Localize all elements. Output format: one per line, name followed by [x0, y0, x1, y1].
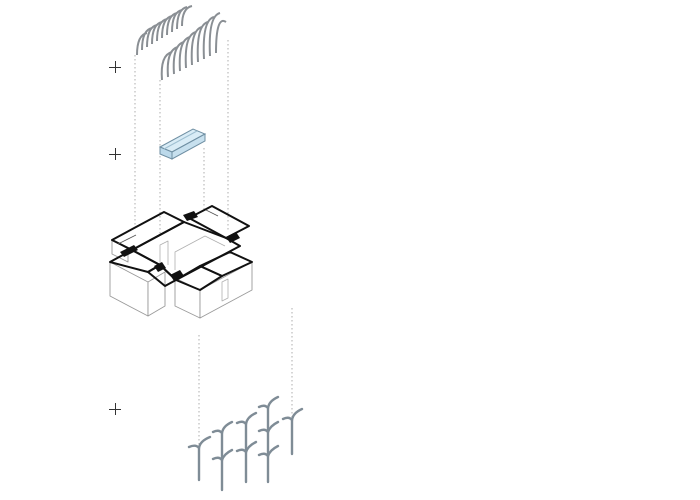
- column-trees: [187, 395, 304, 492]
- alignment-guides: [134, 40, 293, 445]
- skylight-module: [158, 128, 207, 160]
- arch-hoops: [136, 5, 227, 81]
- courtyard-building: [109, 205, 253, 319]
- layer-marker-arches: [109, 61, 121, 73]
- layer-marker-columns: [109, 403, 121, 415]
- layer-marker-skylight: [109, 148, 121, 160]
